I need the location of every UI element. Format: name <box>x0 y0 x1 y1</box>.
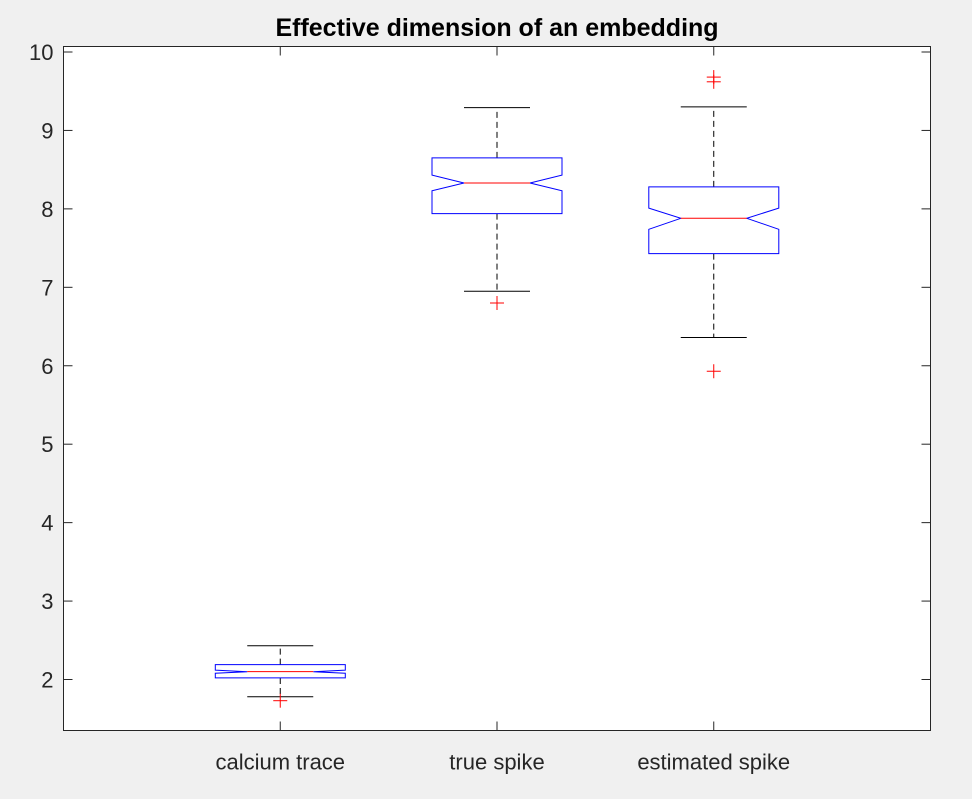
box-calcium-trace <box>214 664 346 679</box>
box-true-spike <box>431 157 563 215</box>
y-tick-label: 9 <box>41 118 53 143</box>
y-tick-label: 8 <box>41 197 53 222</box>
y-tick-label: 3 <box>41 589 53 614</box>
chart-marks <box>214 70 780 708</box>
y-tick-label: 10 <box>29 40 53 65</box>
y-tick-label: 4 <box>41 511 53 536</box>
y-tick-label: 5 <box>41 432 53 457</box>
x-tick-label: true spike <box>449 750 544 775</box>
y-tick-label: 7 <box>41 275 53 300</box>
x-tick-label: calcium trace <box>215 750 345 775</box>
outlier-estimated-spike-2 <box>706 70 721 85</box>
box-estimated-spike <box>648 186 780 255</box>
y-tick-label: 2 <box>41 668 53 693</box>
outlier-calcium-trace-0 <box>273 693 288 708</box>
axis-ticks: 2 3 4 5 6 7 8 9 10 calcium trace true spike estimat… <box>29 40 931 775</box>
outlier-true-spike-0 <box>490 296 504 310</box>
y-tick-label: 6 <box>41 354 53 379</box>
outlier-estimated-spike-0 <box>706 364 721 379</box>
plot-area <box>63 46 931 731</box>
chart-title: Effective dimension of an embedding <box>275 14 718 42</box>
x-tick-label: estimated spike <box>637 750 790 775</box>
